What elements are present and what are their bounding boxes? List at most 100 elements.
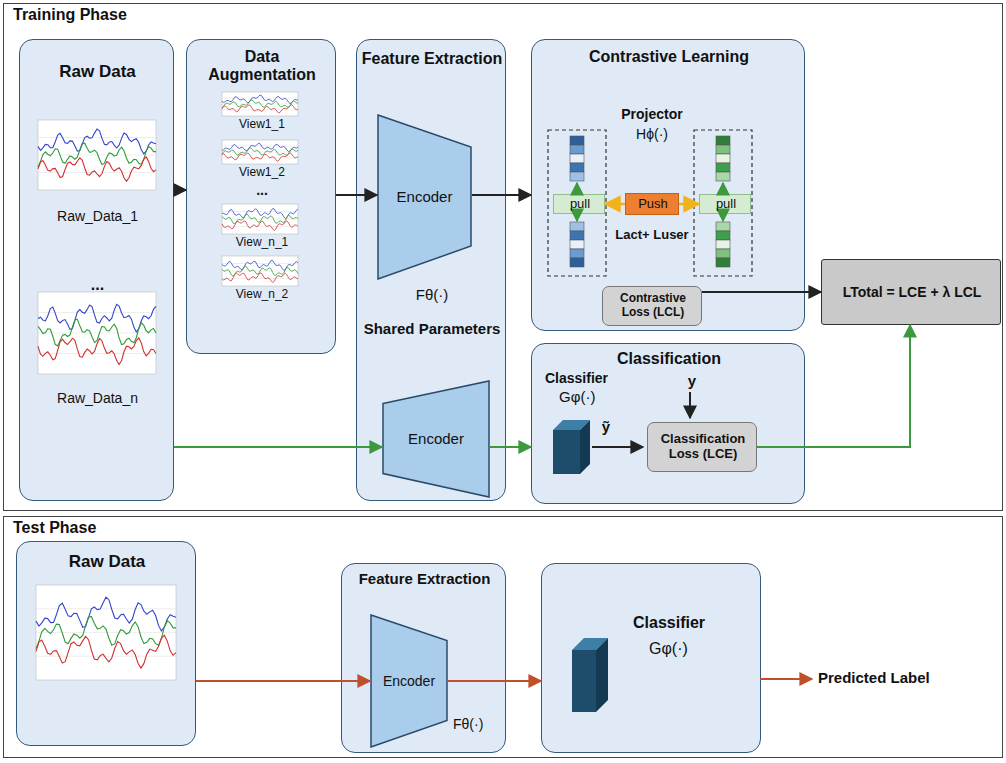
signal-plot	[222, 214, 298, 224]
classifier-icon	[553, 430, 580, 474]
pull-arrow	[722, 183, 724, 192]
embedding-vector	[570, 240, 584, 249]
node-text: Gφ(·)	[556, 388, 616, 405]
embedding-vector	[716, 172, 730, 181]
node-text: Gφ(·)	[646, 640, 726, 658]
signal-plot	[222, 104, 298, 105]
signal-plot	[222, 146, 298, 147]
classifier-icon	[572, 638, 608, 650]
signal-plot	[222, 219, 298, 220]
signal-plot	[222, 110, 298, 111]
box-box: Feature ExtractionFθ(·)Shared Parameters…	[356, 39, 506, 501]
node-title: Classification Loss (LCE)	[648, 432, 758, 462]
embedding-vector	[570, 154, 584, 163]
embedding-vector	[570, 136, 730, 267]
node-text: View1_2	[187, 166, 337, 180]
node-title: Push	[626, 197, 680, 212]
node-text: Fθ(·)	[450, 716, 502, 732]
push-box: Push	[625, 193, 679, 215]
classifier-icon	[572, 650, 596, 712]
embedding-vector	[570, 145, 584, 154]
signal-plot	[222, 256, 298, 286]
encoder-trapezoid: Encoder	[377, 114, 472, 280]
box-box: ClassifierGφ(·)	[541, 563, 761, 753]
embedding-vector	[570, 136, 584, 145]
embedding-vector	[716, 258, 730, 267]
signal-plot	[38, 312, 156, 313]
node-text: ...	[187, 182, 337, 198]
node-text: Projector	[608, 106, 696, 122]
classifier-icon	[553, 420, 608, 712]
box-box: ClassificationClassifierGφ(·)yỹClassific…	[531, 343, 805, 504]
signal-plot	[38, 157, 156, 181]
encoder-outline	[383, 381, 489, 497]
node-title: Contrastive Loss (LCL)	[603, 292, 703, 320]
flow-connector	[490, 446, 531, 448]
flow-arrow	[760, 678, 812, 680]
signal-plot	[38, 172, 156, 173]
signal-plot	[222, 271, 298, 272]
signal-plot	[222, 211, 298, 212]
node-title: LTotal = LCE + λ LCL	[822, 284, 1002, 300]
signal-plot	[38, 129, 156, 154]
embedding-vector	[570, 249, 584, 258]
signal-plot	[36, 635, 176, 668]
phase-panel: Training PhaseRaw DataRaw_Data_1...Raw_D…	[3, 3, 1003, 511]
embedding-vector	[570, 163, 584, 172]
node-title: Classification	[532, 350, 806, 368]
signal-plot	[222, 140, 298, 164]
node-title: Training Phase	[10, 6, 310, 24]
node-title: Encoder	[377, 188, 472, 205]
signal-plot	[222, 266, 298, 276]
signal-plot	[36, 92, 298, 680]
embedding-vector	[716, 163, 730, 172]
signal-plot	[38, 333, 156, 334]
flow-connector	[679, 203, 699, 206]
node-text: ỹ	[596, 418, 616, 435]
node-text: Fθ(·)	[397, 286, 467, 303]
node-text: View_n_1	[187, 236, 337, 250]
signal-plot	[222, 100, 298, 108]
pull-arrow	[577, 183, 723, 221]
signal-plot	[222, 260, 298, 270]
signal-plot	[222, 221, 298, 231]
node-text: Lact+ Luser	[604, 228, 700, 243]
signal-plot	[38, 155, 156, 156]
node-title: Classifier	[630, 614, 760, 632]
signal-plot	[222, 204, 298, 234]
node-text: Hϕ(·)	[608, 126, 696, 142]
encoder-trapezoid: Encoder	[382, 380, 490, 498]
embedding-vector	[716, 136, 730, 145]
encoder-outline	[371, 615, 447, 747]
node-title: Feature Extraction	[357, 50, 507, 68]
node-text: Classifier	[542, 370, 642, 386]
signal-plot	[222, 263, 298, 264]
signal-plot	[36, 617, 176, 649]
embedding-vector	[716, 145, 730, 154]
embedding-vector	[716, 222, 730, 231]
node-title: pull	[700, 197, 752, 212]
signal-plot	[222, 143, 298, 151]
signal-plot	[38, 137, 156, 138]
embedding-vector	[570, 222, 584, 231]
embedding-vector	[570, 258, 584, 267]
signal-plot	[38, 338, 156, 365]
signal-plot	[222, 153, 298, 161]
node-text: Raw_Data_n	[20, 390, 175, 406]
signal-plot	[36, 585, 176, 680]
classifier-icon	[596, 638, 608, 712]
flow-arrow	[592, 392, 812, 679]
box-box: Data AugmentationView1_1View1_2...View_n…	[186, 39, 336, 354]
signal-plot	[222, 278, 298, 279]
flow-connector	[174, 446, 382, 448]
pull-box: pull	[553, 194, 605, 214]
signal-plot	[38, 353, 156, 354]
node-title: Contrastive Learning	[532, 48, 806, 66]
flow-connector	[757, 325, 910, 447]
flow-connector	[702, 291, 821, 293]
node-title: Encoder	[370, 673, 448, 689]
node-title: pull	[554, 197, 606, 212]
projector-box	[548, 130, 606, 276]
flow-connector	[336, 194, 377, 196]
